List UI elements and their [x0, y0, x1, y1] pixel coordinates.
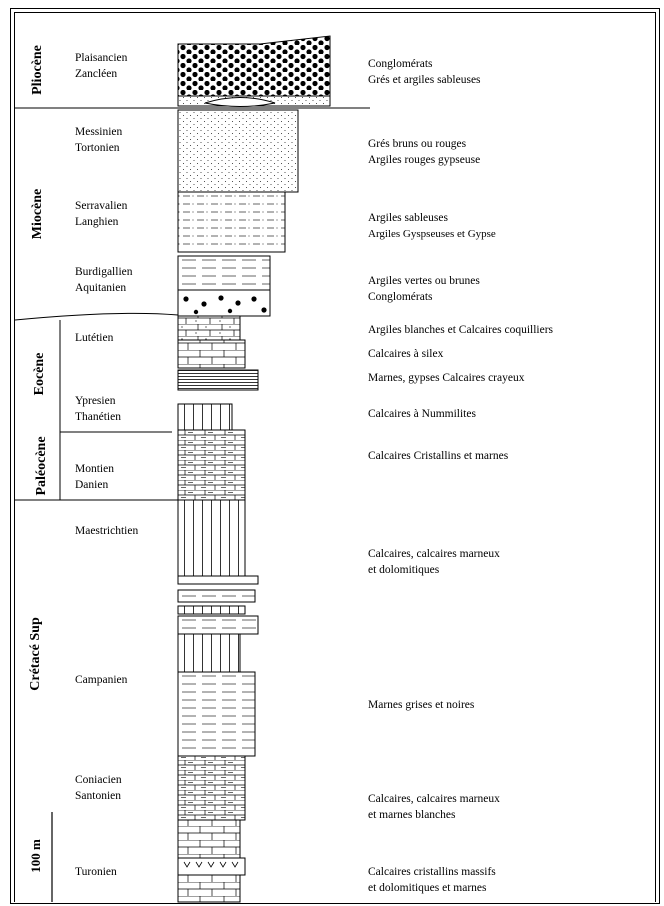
layer-massive: [177, 819, 241, 859]
layer-sandy-clay: [177, 191, 286, 253]
period-boundary: [14, 312, 179, 321]
lithology-description: Calcaires à silex: [368, 348, 444, 360]
lithology-description: Marnes grises et noires: [368, 699, 475, 711]
outer-frame: [10, 8, 660, 904]
layer-crystalline: [177, 429, 246, 501]
lithology-description: Calcaires à Nummilites: [368, 408, 476, 420]
period-label: Eocène: [32, 352, 47, 396]
scale-label: 100 m: [28, 839, 43, 873]
layer-base: [177, 874, 241, 903]
layer-limestone: [177, 633, 241, 673]
conglomerate-dots: [183, 295, 267, 315]
layer-marly: [177, 755, 246, 821]
inner-frame: [14, 12, 656, 902]
layer-grey-marl: [177, 671, 256, 757]
dolomite-marks: [183, 861, 239, 868]
period-label: Crétacé Sup: [28, 617, 43, 691]
layer-sandy-red: [177, 109, 299, 193]
layer-interbed: [177, 589, 256, 603]
layer-silex: [177, 339, 246, 369]
lithology-description: Argiles blanches et Calcaires coquillier…: [368, 324, 554, 336]
layer-marl-gypsum: [177, 369, 259, 391]
layer-coquina: [177, 315, 241, 341]
lithology-description: Marnes, gypses Calcaires crayeux: [368, 372, 525, 384]
layer-conglomerate: [177, 35, 331, 97]
period-label: Pliocène: [30, 45, 45, 95]
stage-label: Campanien: [75, 674, 128, 686]
layer-interbed: [177, 605, 246, 615]
layer-interbed: [177, 575, 259, 585]
layer-conglomerate-2: [177, 289, 271, 317]
lithology-description: Calcaires Cristallins et marnes: [368, 450, 509, 462]
stage-label: Lutétien: [75, 332, 114, 344]
lithology-description: Calcaires cristallins massifs et dolomit…: [368, 866, 496, 894]
layer-lens: [204, 97, 276, 107]
layer-dolomitic: [177, 499, 246, 577]
layer-interbed: [177, 615, 259, 635]
layer-nummulite: [177, 403, 233, 431]
period-label: Paléocène: [34, 436, 49, 496]
period-label: Miocène: [30, 188, 45, 240]
layer-green-clay: [177, 255, 271, 291]
stage-label: Maestrichtien: [75, 525, 139, 537]
stage-label: Turonien: [75, 866, 117, 878]
